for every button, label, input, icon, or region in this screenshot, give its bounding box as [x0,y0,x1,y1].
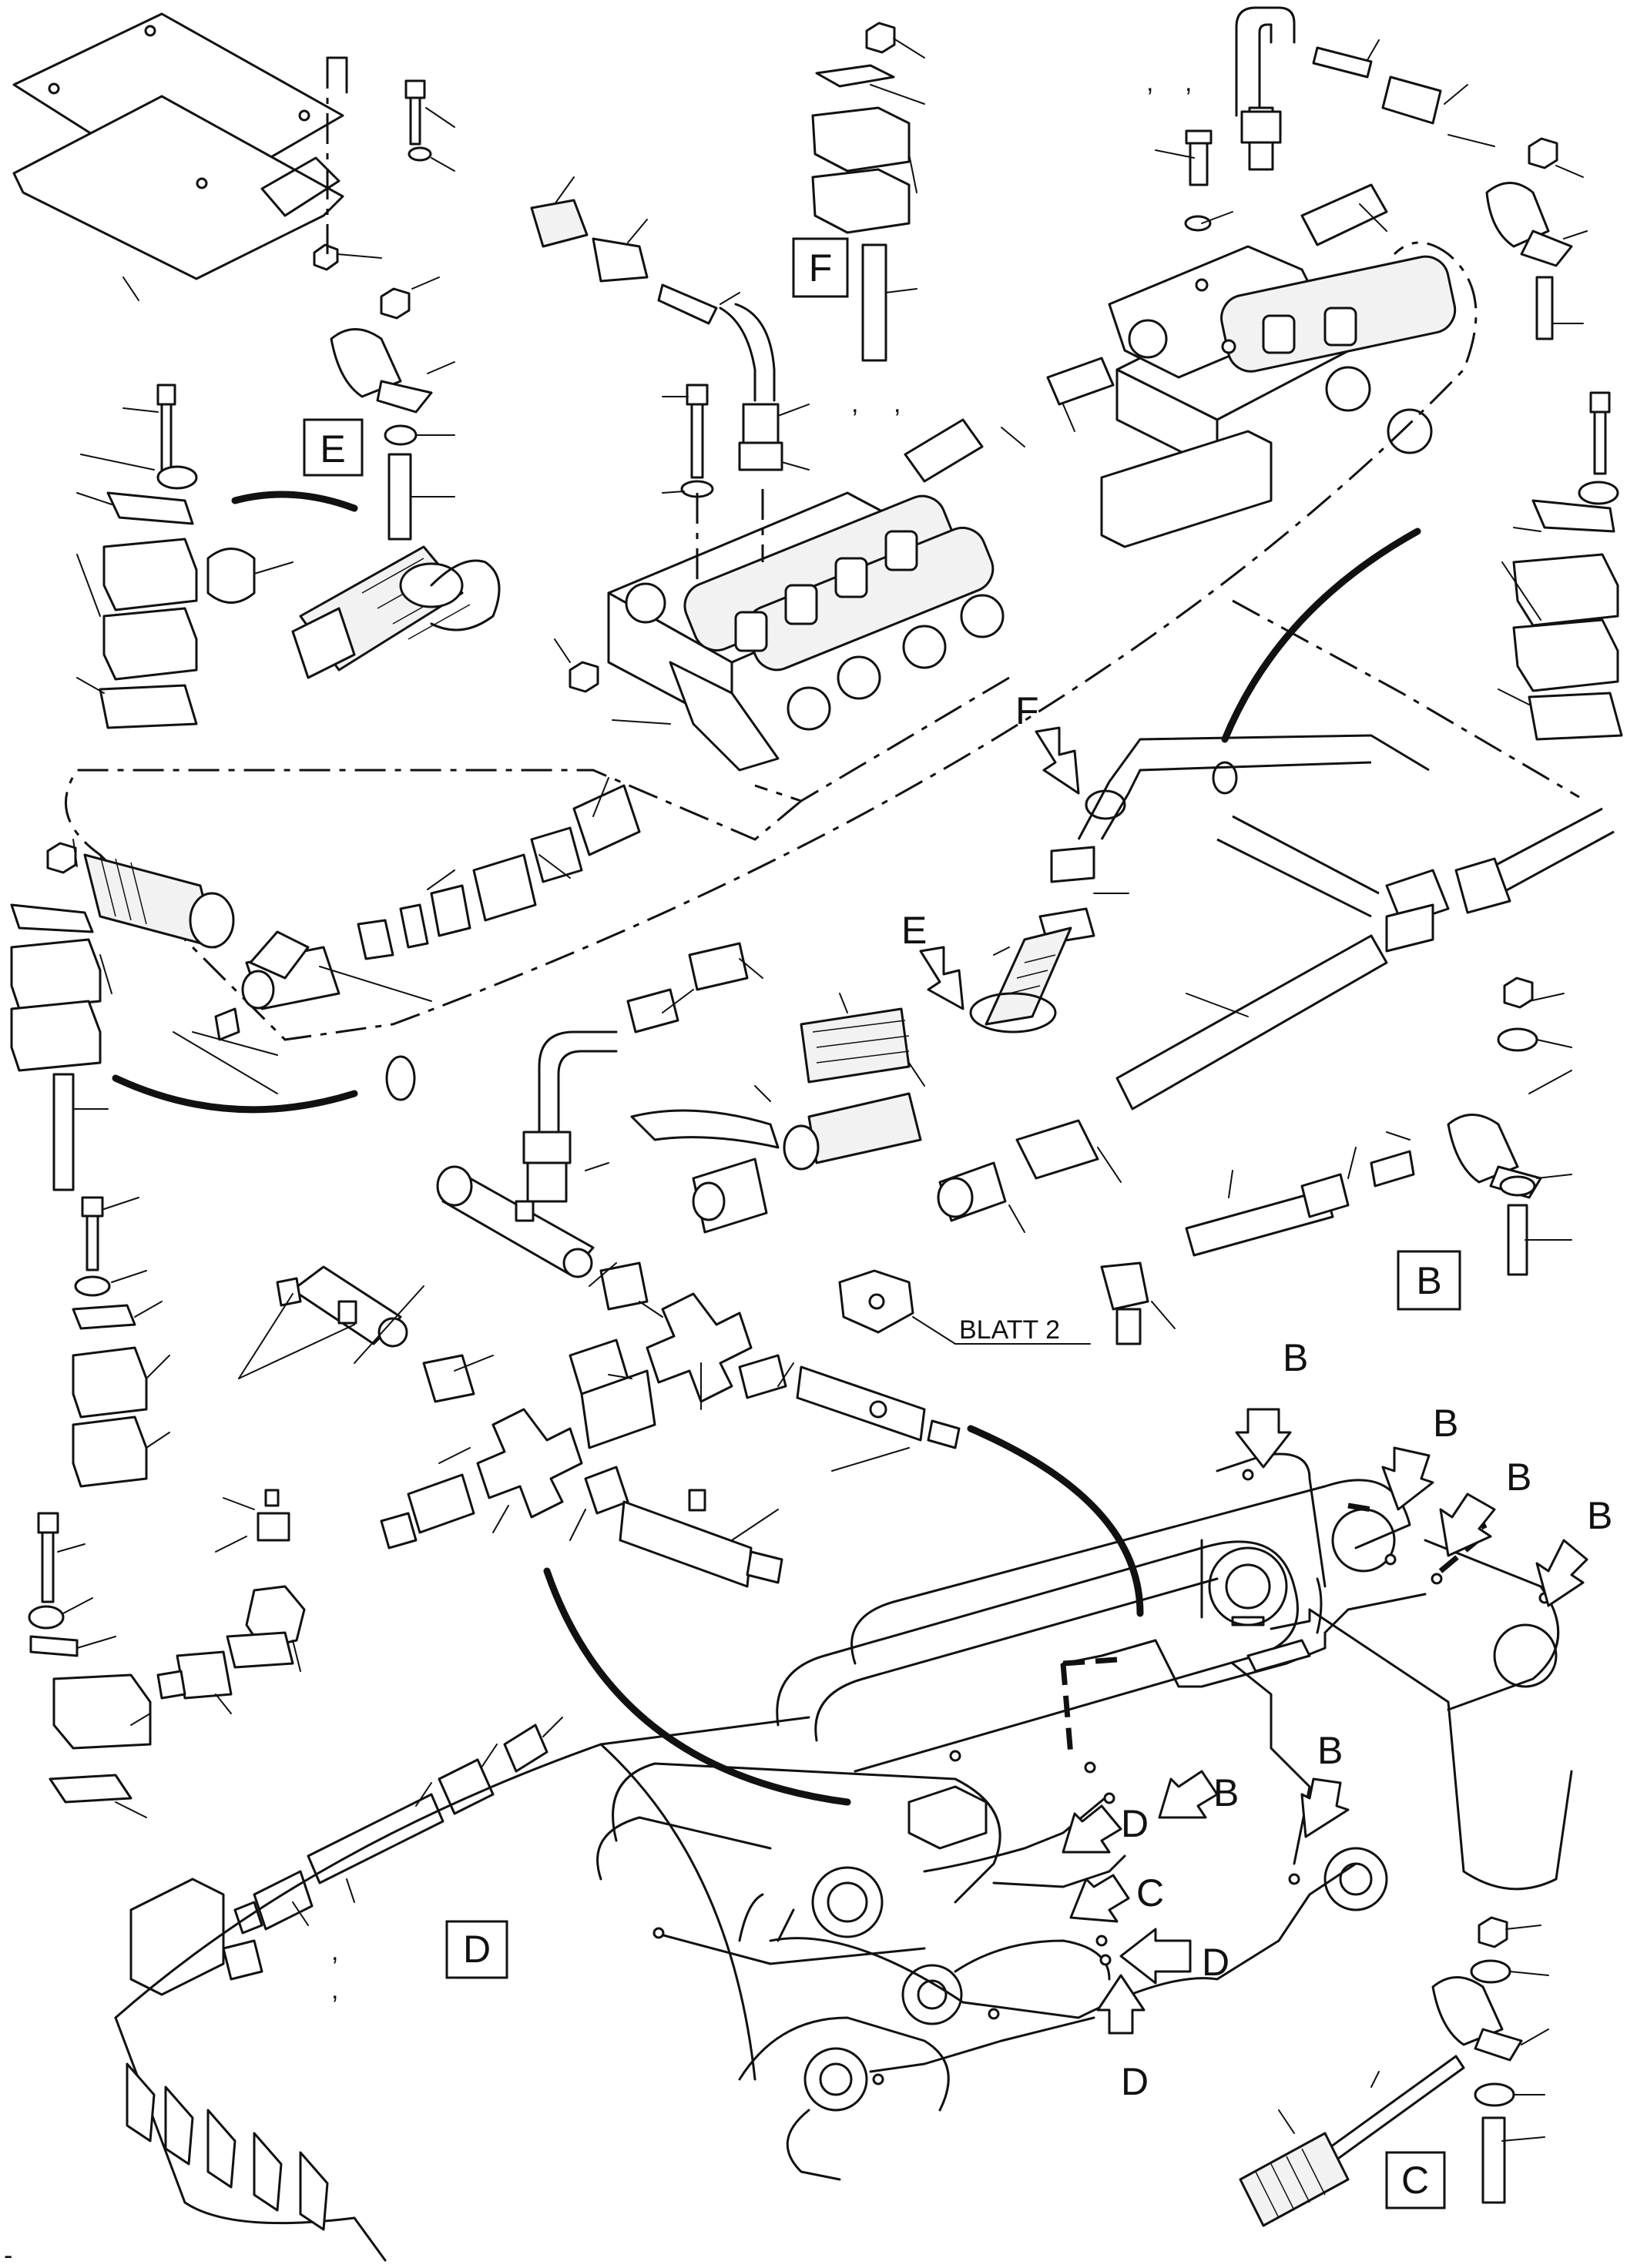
detail-b-box [1397,1250,1461,1311]
clamp-stack-c [1239,1916,1549,2227]
main-manifold [554,491,1005,772]
callout-b-5-arrow [1300,1777,1350,1838]
clamp-stack-left-lower [72,1196,170,1488]
clamp-stack-left-middle [10,839,112,1191]
callout-b-2: B [1433,1402,1458,1445]
callout-f: F [1015,689,1039,732]
leader-arc-right [1221,528,1421,743]
detail-f-label: F [809,246,833,290]
blatt-2-reference [838,1269,1091,1345]
right-lower-fittings [1100,977,1572,1345]
leader-line [173,1031,278,1094]
detail-c-label: C [1401,2159,1429,2202]
callout-b-6: B [1213,1771,1239,1814]
clamp-stack-left-top [76,384,294,729]
elbow-hose-left [83,777,641,1056]
callout-c-1-arrow [1069,1874,1130,1923]
manifold-bolt [662,384,764,585]
callout-b-4: B [1587,1494,1612,1537]
boom-arm-outline [596,1479,1573,2181]
callout-f-arrow [1035,726,1080,795]
clamp-stack-f [811,22,925,362]
callout-b-5: B [1317,1729,1343,1772]
cover-plate-assembly [12,12,382,301]
callout-e-arrow [919,946,964,1010]
leader-arc-left [112,1074,358,1114]
detail-d-box [445,1920,508,1979]
ring-marker [385,1055,416,1101]
lube-routing [652,1452,1551,2085]
callout-d-2: D [1202,1941,1229,1984]
top-right-fittings [904,106,1388,483]
tick-mark: , [1146,68,1153,97]
leader-arc-center [967,1425,1144,1617]
center-top-hose [530,176,810,471]
dash-route-left [65,241,1478,1041]
clamp-e [330,276,455,541]
clamp-stack-right-upper [1498,391,1623,741]
bolt-washer-top-left [404,79,455,172]
callout-b-3-arrow [1439,1492,1496,1557]
distributor-cross [238,1165,961,1588]
callout-b-6-arrow [1158,1770,1219,1819]
callout-c-1: C [1136,1871,1164,1915]
detail-e-box [303,418,364,477]
hose-e [291,545,501,679]
lower-left-block [28,1489,306,1818]
detail-b-label: B [1416,1259,1441,1302]
callout-e: E [901,909,927,952]
leader-arc-lower [543,1567,851,1806]
center-pipe-run [969,734,1615,1111]
sheet-reference-label: BLATT 2 [959,1315,1060,1345]
callout-b-2-arrow [1381,1446,1434,1511]
callout-b-4-arrow [1535,1539,1588,1607]
detail-d-label: D [463,1928,491,1971]
detail-f-box [792,237,849,298]
callout-b-1-arrow [1235,1408,1292,1469]
callout-b-1: B [1283,1336,1308,1379]
tick-mark: , [1185,68,1192,97]
callout-d-3-arrow [1096,1974,1146,2035]
tick-mark: , [851,389,858,418]
callout-d-1: D [1121,1802,1149,1845]
tick-mark: , [894,389,901,418]
callout-d-3: D [1121,2060,1149,2103]
detail-c-box [1385,2151,1446,2209]
tick-mark: , [331,1937,338,1966]
callout-d-2-arrow [1119,1928,1192,1985]
tick-mark: , [331,1975,338,2005]
top-right-manifold [1100,245,1457,548]
bucket-outline [114,1716,810,2262]
center-mid-parts [522,942,1122,1234]
top-right-pipe [1235,6,1495,147]
detail-e-label: E [320,427,345,471]
clamp-top-right [1485,137,1588,340]
callout-b-3: B [1506,1456,1531,1499]
callout-d-1-arrow [1062,1804,1122,1854]
footer-mark: - [4,2241,12,2268]
